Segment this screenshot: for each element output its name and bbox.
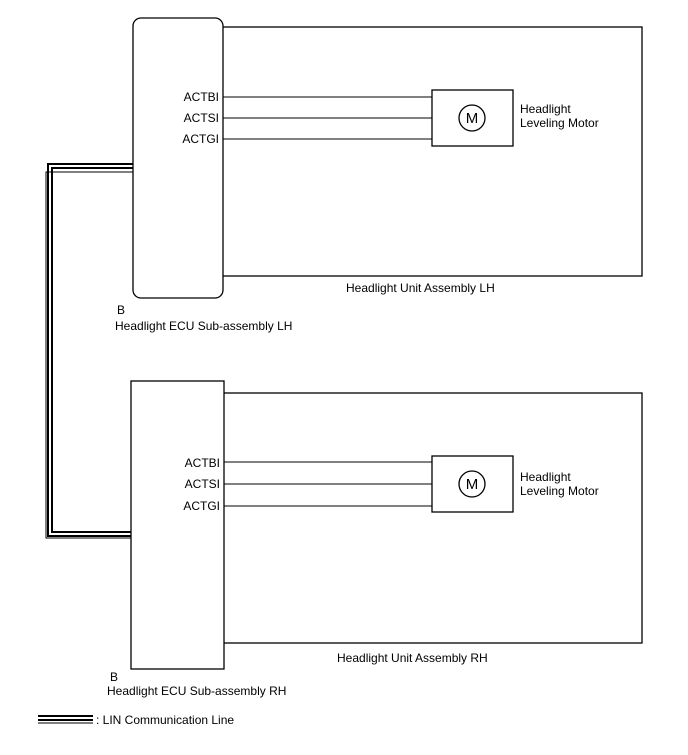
ecu-rh-label: Headlight ECU Sub-assembly RH: [107, 684, 286, 698]
ecu-lh-connector: B: [117, 303, 125, 317]
motor-rh-label-line2: Leveling Motor: [520, 484, 599, 498]
headlight-unit-assembly-lh-box: [221, 26, 643, 277]
ecu-rh-connector: B: [110, 670, 118, 684]
legend-label: : LIN Communication Line: [96, 713, 234, 727]
headlight-unit-assembly-rh-box: [221, 392, 643, 644]
headlight-ecu-lh-box: [132, 17, 224, 299]
motor-lh-symbol: M: [466, 110, 479, 127]
pin-rh-actgi: ACTGI: [183, 499, 220, 513]
motor-rh-label-line1: Headlight: [520, 470, 571, 484]
headlight-ecu-rh-box: [130, 380, 225, 670]
rh-wires: [224, 461, 432, 507]
motor-rh-symbol: M: [466, 476, 479, 493]
pin-lh-actsi: ACTSI: [184, 111, 219, 125]
unit-lh-label: Headlight Unit Assembly LH: [346, 281, 495, 295]
pin-rh-actsi: ACTSI: [185, 477, 220, 491]
pin-lh-actbi: ACTBI: [184, 90, 219, 104]
motor-lh-label-line2: Leveling Motor: [520, 116, 599, 130]
lin-communication-line: [45, 163, 133, 539]
ecu-lh-label: Headlight ECU Sub-assembly LH: [115, 319, 292, 333]
motor-lh-icon: [458, 104, 486, 132]
pin-rh-actbi: ACTBI: [185, 456, 220, 470]
lh-wires: [223, 96, 432, 140]
motor-lh-label-line1: Headlight: [520, 102, 571, 116]
pin-lh-actgi: ACTGI: [182, 132, 219, 146]
motor-rh-icon: [458, 470, 486, 498]
legend-lin-line-sample: [38, 715, 93, 724]
unit-rh-label: Headlight Unit Assembly RH: [337, 651, 488, 665]
